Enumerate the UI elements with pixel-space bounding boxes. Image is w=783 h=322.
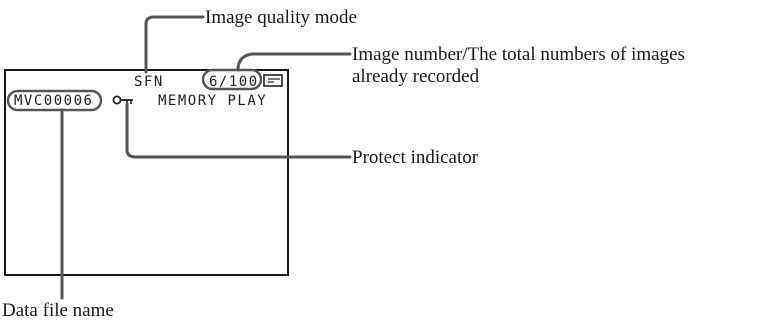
protect-indicator-label: Protect indicator [352, 147, 479, 168]
quality-mode-label: Image quality mode [205, 7, 357, 28]
memory-card-icon [263, 74, 283, 87]
protect-leader [125, 102, 352, 159]
quality-mode-leader [144, 15, 205, 74]
mode-label-readout: MEMORY PLAY [158, 93, 267, 109]
image-number-leader [236, 52, 352, 72]
key-icon [112, 95, 133, 105]
quality-mode-readout: SFN [134, 74, 164, 90]
image-number-label-line1: Image number/The total numbers of images [352, 44, 685, 65]
image-counter-highlight [201, 68, 263, 91]
file-name-readout: MVC00006 [14, 93, 93, 109]
file-name-label: Data file name [2, 300, 114, 321]
file-name-highlight [6, 89, 103, 112]
lcd-screen-frame [4, 69, 289, 276]
image-number-label-line2: already recorded [352, 66, 480, 87]
image-counter-readout: 6/100 [209, 74, 259, 90]
